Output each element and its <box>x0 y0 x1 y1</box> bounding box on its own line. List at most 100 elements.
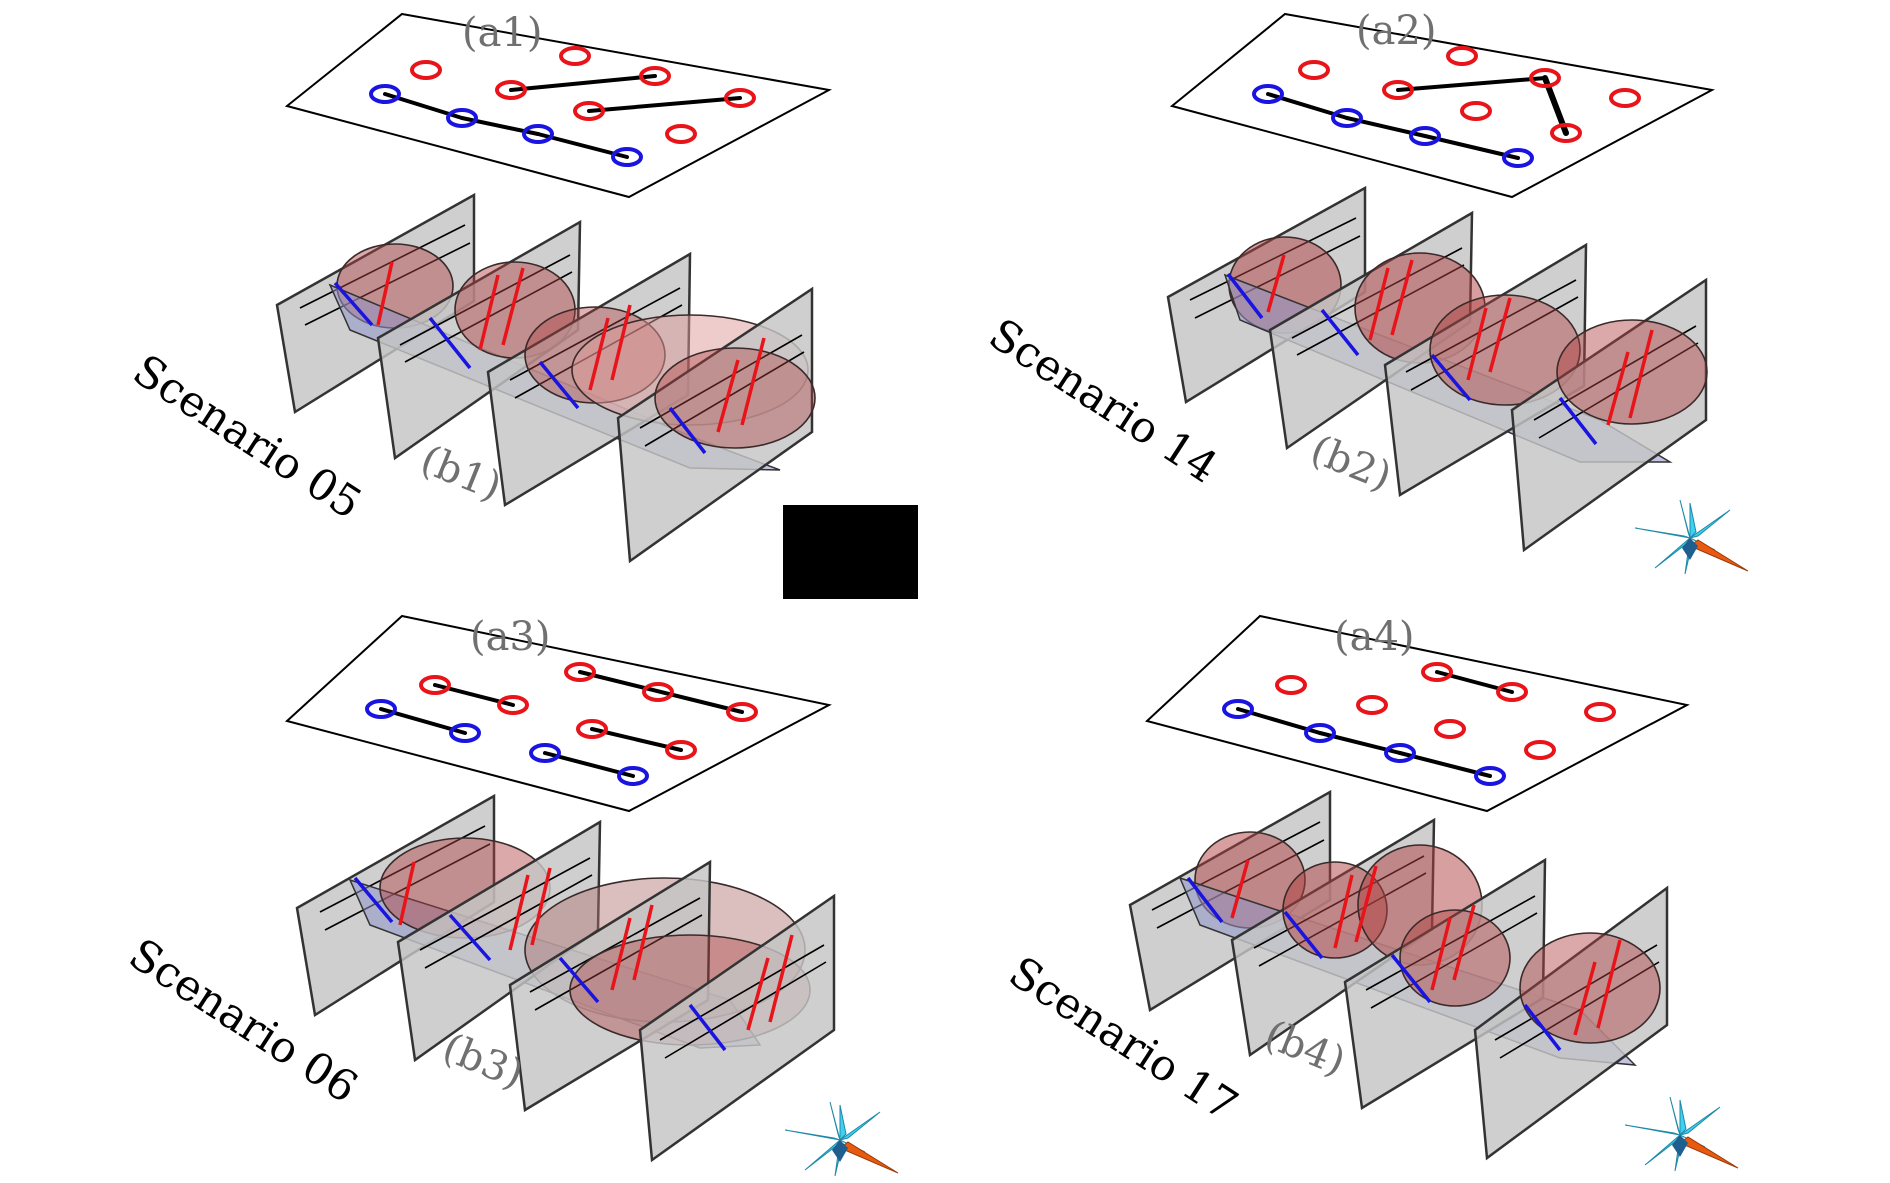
blue-segment <box>1186 876 1224 924</box>
blue-node <box>611 147 643 167</box>
red-node <box>1460 101 1492 121</box>
panel-1: (a1) <box>124 10 918 599</box>
sheet-stack-b3: (b3) <box>295 793 836 1163</box>
graph-edge <box>1423 134 1520 160</box>
sheet-line <box>509 287 681 381</box>
red-node <box>1496 682 1528 702</box>
sheet-line <box>664 961 827 1059</box>
sheet-stack-b4: (b4) <box>1128 789 1669 1161</box>
red-segment <box>1488 297 1512 373</box>
panel-2: (a2) <box>980 8 1749 575</box>
sheet-line <box>299 224 466 309</box>
panel-label-bottom: (b1) <box>414 437 508 510</box>
graph-plane-a3: (a3) <box>284 614 832 813</box>
red-node <box>564 662 596 682</box>
panel-label-bottom: (b4) <box>1258 1012 1352 1085</box>
compass-icon <box>1634 499 1749 575</box>
red-node <box>1356 695 1388 715</box>
red-node <box>419 675 451 695</box>
blue-segment <box>1523 1003 1562 1052</box>
base-plane <box>284 614 832 813</box>
sheet-line <box>1410 296 1579 391</box>
red-node <box>497 695 529 715</box>
blue-segment <box>668 406 707 455</box>
red-node <box>559 46 591 66</box>
sheet-line <box>419 857 591 951</box>
blue-node <box>1331 108 1363 128</box>
red-segment <box>1430 917 1452 991</box>
blue-segment <box>1390 953 1432 1004</box>
base-plane <box>1144 614 1690 813</box>
redacted-box <box>783 505 918 599</box>
red-node <box>1275 675 1307 695</box>
blue-segment <box>1320 308 1360 357</box>
red-blob <box>654 347 816 449</box>
red-segment <box>530 867 552 946</box>
panel-3: (a3) <box>120 614 899 1177</box>
sheet-line <box>1365 895 1536 991</box>
sheet-line <box>639 334 803 429</box>
red-segment <box>740 337 766 426</box>
blue-node <box>1474 766 1506 786</box>
panel-label-top: (a1) <box>462 10 543 56</box>
red-segment <box>398 861 416 926</box>
red-segment <box>1606 351 1630 426</box>
base-plane <box>1169 12 1716 199</box>
red-node <box>1584 702 1616 722</box>
red-node <box>1434 719 1466 739</box>
blue-segment <box>1430 353 1472 402</box>
red-node <box>642 682 674 702</box>
sheet-line <box>399 254 571 346</box>
blue-node <box>1502 148 1534 168</box>
sheet-line <box>1370 912 1538 1009</box>
compass-icon <box>1624 1096 1739 1172</box>
red-node <box>576 719 608 739</box>
red-segment <box>1466 307 1488 381</box>
red-segment <box>1390 259 1414 336</box>
red-node <box>1550 123 1582 143</box>
red-segment <box>376 261 394 326</box>
blue-segment <box>688 1003 727 1052</box>
graph-edge <box>509 74 657 92</box>
red-segment <box>1596 939 1622 1029</box>
red-node <box>1421 662 1453 682</box>
red-node <box>1446 46 1478 66</box>
blue-node <box>1222 699 1254 719</box>
red-node <box>724 88 756 108</box>
red-segment <box>508 874 530 951</box>
blue-segment <box>558 956 600 1004</box>
red-segment <box>501 267 525 346</box>
red-node <box>1382 80 1414 100</box>
red-node <box>1298 60 1330 80</box>
blue-segment <box>1558 396 1598 446</box>
blue-segment <box>448 913 492 962</box>
graph-plane-a1: (a1) <box>284 10 833 199</box>
blue-segment <box>333 281 374 327</box>
red-node <box>1524 740 1556 760</box>
blue-node <box>617 766 649 786</box>
sheet-stack-b1: (b1) <box>275 192 816 564</box>
blue-node <box>529 743 561 763</box>
blue-node <box>369 84 401 104</box>
blue-node <box>446 108 478 128</box>
red-segment <box>588 317 610 391</box>
red-segment <box>610 917 632 991</box>
sheet-line <box>424 874 593 969</box>
blue-node <box>1409 126 1441 146</box>
sheet-line <box>319 825 486 913</box>
blue-node <box>522 124 554 144</box>
red-blob <box>1399 909 1511 1007</box>
graph-edge <box>587 96 742 113</box>
red-blob <box>1519 932 1661 1044</box>
red-node <box>573 101 605 121</box>
red-node <box>1529 68 1561 88</box>
sheet-line <box>659 944 825 1041</box>
red-segment <box>1452 904 1476 981</box>
compass-icon <box>784 1101 899 1177</box>
blue-segment <box>538 360 580 410</box>
blue-node <box>1252 84 1284 104</box>
red-segment <box>746 957 770 1031</box>
graph-plane-a2: (a2) <box>1169 8 1716 199</box>
red-segment <box>1333 874 1354 949</box>
blue-segment <box>1226 272 1264 320</box>
